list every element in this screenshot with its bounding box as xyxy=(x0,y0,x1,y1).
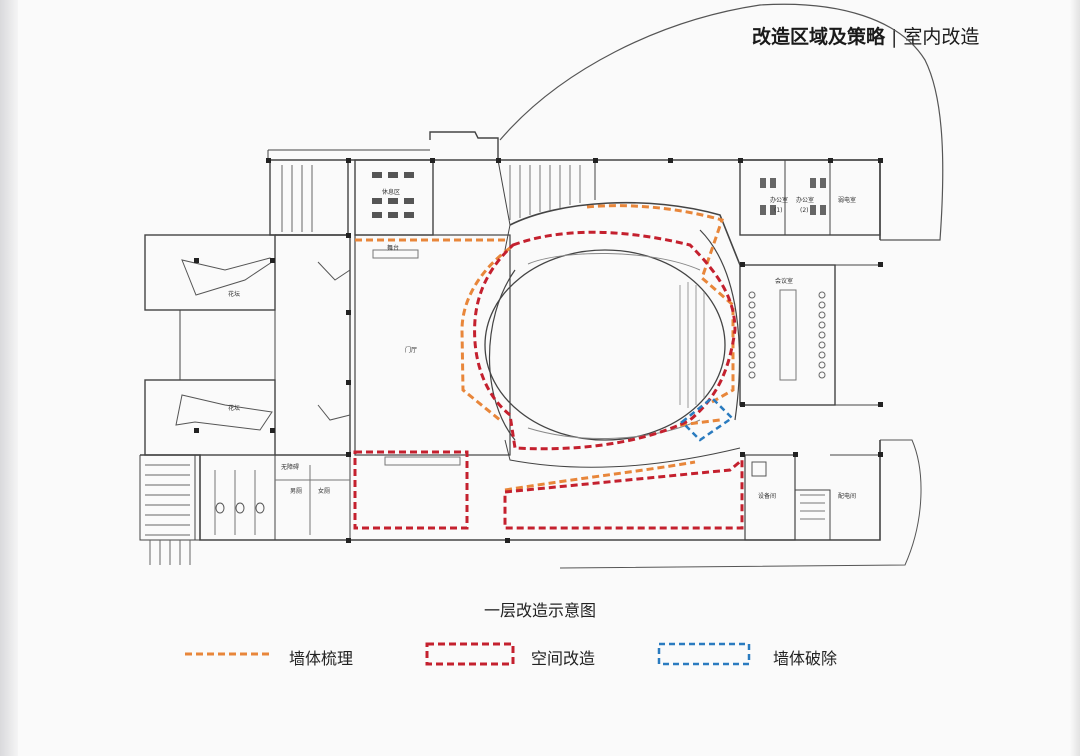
label-terrace-upper: 花坛 xyxy=(228,290,240,298)
lobby-outline xyxy=(354,234,511,456)
hall-bowl xyxy=(484,249,726,441)
plan-caption: 一层改造示意图 xyxy=(483,601,596,620)
legend-item-space-renovation: 空间改造 xyxy=(425,642,625,670)
label-terrace-lower: 花坛 xyxy=(228,404,240,412)
legend-item-wall-sorting: 墙体梳理 xyxy=(185,642,385,670)
legend-swatch-blue xyxy=(657,642,751,666)
label-office-2-num: (2) xyxy=(800,207,809,214)
legend-label: 空间改造 xyxy=(531,649,596,668)
page-edge-shadow xyxy=(0,0,18,756)
label-office-1: 办公室 xyxy=(770,196,788,204)
meeting-room-outline xyxy=(739,264,836,406)
legend-swatch-orange xyxy=(185,652,271,656)
floor-plan-drawing: 休息区 舞台 门厅 办公室 (1) 办公室 (2) 弱电室 会议室 花坛 花坛 … xyxy=(139,3,944,569)
space-renovation-lines xyxy=(353,230,744,530)
site-boundary-lower xyxy=(559,439,922,569)
label-electric: 配电间 xyxy=(838,492,856,500)
label-lobby: 门厅 xyxy=(405,346,417,354)
title-main: 改造区域及策略 xyxy=(752,26,886,48)
title-separator: | xyxy=(891,26,898,48)
label-toilet-m: 男厕 xyxy=(290,488,302,495)
wall-removal-lines xyxy=(680,396,734,442)
label-meeting-room: 会议室 xyxy=(775,277,793,285)
site-boundary xyxy=(499,3,944,241)
legend-item-wall-removal: 墙体破除 xyxy=(657,642,857,670)
legend-swatch-red xyxy=(425,642,515,666)
label-stage: 舞台 xyxy=(387,244,399,252)
left-wing-upper xyxy=(144,234,276,311)
legend-label: 墙体破除 xyxy=(773,649,838,668)
label-accessible: 无障碍 xyxy=(281,463,299,471)
label-storage: 设备间 xyxy=(758,492,776,500)
page-edge-shadow-right xyxy=(1070,0,1080,756)
title-sub: 室内改造 xyxy=(903,26,980,48)
label-office-1-num: (1) xyxy=(774,207,783,214)
label-reading-room: 休息区 xyxy=(382,188,400,196)
wall-sorting-lines xyxy=(355,204,735,492)
label-office-2: 办公室 xyxy=(796,196,814,204)
label-control-room: 弱电室 xyxy=(838,196,856,204)
label-toilet-f: 女厕 xyxy=(318,487,330,495)
legend-label: 墙体梳理 xyxy=(289,649,354,668)
left-wing-lower xyxy=(144,379,276,456)
page-title: 改造区域及策略|室内改造 xyxy=(752,22,979,49)
structural-columns xyxy=(194,158,883,543)
